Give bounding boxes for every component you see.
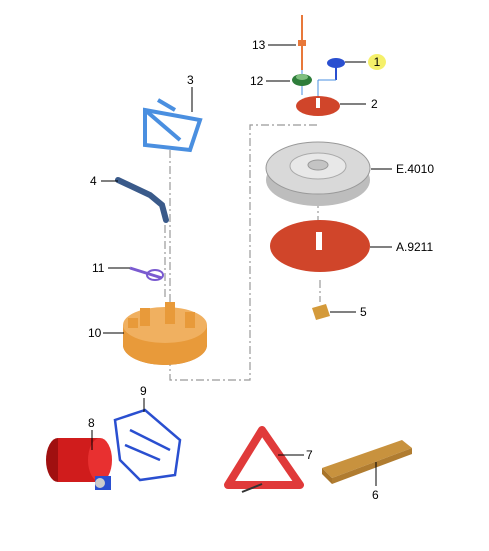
callout-8: 8: [88, 416, 95, 430]
callout-5: 5: [360, 305, 367, 319]
callout-cover-mat: A.9211: [396, 240, 434, 254]
green-nut-part: [292, 74, 312, 86]
wood-block-part: [322, 440, 412, 484]
callout-7: 7: [306, 448, 313, 462]
callout-1: 1: [368, 54, 386, 70]
wrench-part: [115, 177, 169, 223]
leader-lines: [91, 44, 392, 486]
orange-tray-part: [123, 302, 207, 365]
callout-3: 3: [187, 73, 194, 87]
callout-12: 12: [250, 74, 264, 88]
jack-part: [143, 98, 203, 153]
purple-tool-part: [129, 266, 164, 281]
bracket-part: [113, 408, 182, 482]
callout-9: 9: [140, 384, 147, 398]
red-disc-part: [296, 96, 340, 116]
callout-10: 10: [88, 326, 102, 340]
spare-wheel-part: [265, 141, 371, 206]
fire-extinguisher-part: [46, 438, 112, 490]
warning-triangle-part: [224, 426, 304, 493]
callout-13: 13: [252, 38, 266, 52]
blue-knob-part: [317, 58, 345, 100]
callout-spare-wheel: E.4010: [396, 162, 435, 176]
small-block-part: [312, 304, 330, 320]
callout-6: 6: [372, 488, 379, 502]
cover-mat-part: [270, 220, 370, 272]
callout-4: 4: [90, 174, 97, 188]
callout-11: 11: [92, 261, 105, 275]
callout-2: 2: [371, 97, 378, 111]
